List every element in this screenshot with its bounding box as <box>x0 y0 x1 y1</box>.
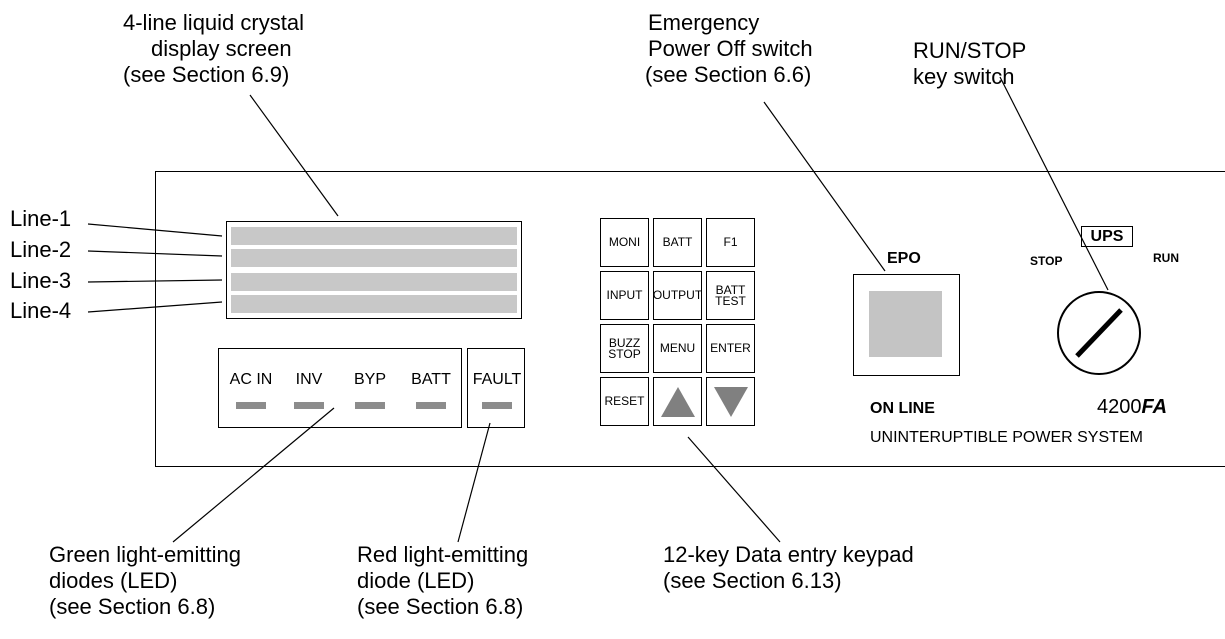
lcd-callout-line: display screen <box>151 36 292 61</box>
led-batt <box>416 402 446 409</box>
led-inv <box>294 402 324 409</box>
keypad-callout-line: 12-key Data entry keypad <box>663 542 914 567</box>
line-2-label: Line-2 <box>10 237 72 262</box>
red-led-panel: FAULT <box>467 348 525 428</box>
down-arrow-icon <box>713 386 748 417</box>
batt-key[interactable]: BATT <box>653 218 702 267</box>
green-led-callout-line: Green light-emitting <box>49 542 241 567</box>
led-label-byp: BYP <box>353 371 387 388</box>
line-4-leader <box>87 301 223 313</box>
lcd-callout-line: 4-line liquid crystal <box>123 10 304 35</box>
keyswitch-leader-line <box>999 76 1109 291</box>
green-led-leader-line <box>172 407 335 543</box>
lcd-callout-line: (see Section 6.9) <box>123 62 290 87</box>
led-byp <box>355 402 385 409</box>
led-label-inv: INV <box>295 371 323 388</box>
red-led-callout: Red light-emitting diode (LED) (see Sect… <box>357 542 528 620</box>
lcd-display <box>226 221 522 319</box>
epo-leader-line <box>763 101 886 272</box>
up-arrow-icon <box>660 386 695 417</box>
epo-callout-line: Power Off switch <box>648 36 813 61</box>
buzz-stop-key[interactable]: BUZZ STOP <box>600 324 649 373</box>
keyswitch-callout-line: RUN/STOP <box>913 38 1027 63</box>
keypad-leader-line <box>687 436 781 543</box>
green-led-callout-line: (see Section 6.8) <box>49 594 216 619</box>
green-led-callout: Green light-emitting diodes (LED) (see S… <box>49 542 241 620</box>
red-led-callout-line: (see Section 6.8) <box>357 594 524 619</box>
input-key[interactable]: INPUT <box>600 271 649 320</box>
line-3-label: Line-3 <box>10 268 72 293</box>
line-4-label: Line-4 <box>10 298 72 323</box>
model-suffix: FA <box>1141 396 1168 418</box>
epo-label: EPO <box>887 250 921 267</box>
keyswitch-callout-line: key switch <box>913 64 1015 89</box>
line-1-label: Line-1 <box>10 206 72 231</box>
epo-switch <box>853 274 960 376</box>
line-3-leader <box>87 279 223 283</box>
line-2-leader <box>87 250 223 257</box>
red-led-callout-line: diode (LED) <box>357 568 475 593</box>
reset-key[interactable]: RESET <box>600 377 649 426</box>
lcd-callout: 4-line liquid crystal display screen (se… <box>123 10 304 88</box>
lcd-row-2 <box>231 249 517 267</box>
model-number-digits: 4200 <box>1097 396 1142 418</box>
online-label: ON LINE <box>870 400 935 417</box>
line-1-leader <box>87 223 223 237</box>
led-label-fault: FAULT <box>472 371 522 388</box>
led-ac-in <box>236 402 266 409</box>
green-led-panel: AC IN INV BYP BATT <box>218 348 462 428</box>
moni-key[interactable]: MONI <box>600 218 649 267</box>
run-label: RUN <box>1153 251 1179 265</box>
menu-key[interactable]: MENU <box>653 324 702 373</box>
up-arrow-key[interactable] <box>653 377 702 426</box>
led-label-ac-in: AC IN <box>229 371 273 388</box>
epo-callout-line: Emergency <box>648 10 760 35</box>
output-key[interactable]: OUTPUT <box>653 271 702 320</box>
batt-test-key[interactable]: BATT TEST <box>706 271 755 320</box>
keypad-callout-line: (see Section 6.13) <box>663 568 842 593</box>
system-name: UNINTERUPTIBLE POWER SYSTEM <box>870 429 1143 446</box>
red-led-leader-line <box>457 422 491 543</box>
led-fault <box>482 402 512 409</box>
epo-button[interactable] <box>869 291 942 357</box>
keyswitch-callout: RUN/STOP key switch <box>913 38 1026 90</box>
keypad-callout: 12-key Data entry keypad (see Section 6.… <box>663 542 914 594</box>
f1-key[interactable]: F1 <box>706 218 755 267</box>
epo-callout-line: (see Section 6.6) <box>645 62 812 87</box>
key-slot-icon <box>1075 308 1123 358</box>
stop-label: STOP <box>1030 254 1063 268</box>
led-label-batt: BATT <box>411 371 451 388</box>
lcd-row-1 <box>231 227 517 245</box>
red-led-callout-line: Red light-emitting <box>357 542 529 567</box>
lcd-row-3 <box>231 273 517 291</box>
lcd-leader-line <box>249 94 339 217</box>
model-number: 4200FA <box>1097 396 1167 419</box>
enter-key[interactable]: ENTER <box>706 324 755 373</box>
lcd-row-4 <box>231 295 517 313</box>
run-stop-key-switch[interactable] <box>1057 291 1141 375</box>
green-led-callout-line: diodes (LED) <box>49 568 178 593</box>
epo-callout: Emergency Power Off switch (see Section … <box>645 10 813 88</box>
down-arrow-key[interactable] <box>706 377 755 426</box>
